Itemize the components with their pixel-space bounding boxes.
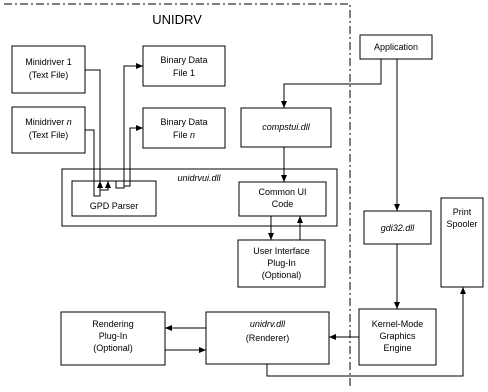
connector-gpd-binary1 [115,63,143,189]
minidriver-n-label: Minidriver n [25,117,72,127]
common-ui-code-node: Common UI Code [238,181,327,217]
connector-application-compstui [281,59,382,108]
connector-gpd-binaryn [123,125,143,187]
minidriver-1-node: Minidriver 1 (Text File) [11,45,86,94]
compstui-dll-node: compstui.dll [240,107,332,148]
minidriver-1-sublabel: (Text File) [29,70,69,80]
kernel-mode-graphics-engine-node: Kernel-Mode Graphics Engine [358,308,437,366]
connector-unidrv-spooler [266,287,466,377]
gpd-parser-label: GPD Parser [90,201,139,211]
common-ui-code-label: Common UI [258,187,306,197]
minidriver-n-node: Minidriver n (Text File) [11,106,86,154]
kernel-mode-graphics-engine-sublabel: Graphics [379,331,416,341]
connector-minidrivern-gpd [85,129,103,197]
unidrv-dll-sublabel: (Renderer) [246,333,290,343]
gpd-parser-node: GPD Parser [71,180,157,217]
rendering-plugin-optional-label: (Optional) [93,343,133,353]
unidrv-boundary [4,3,351,389]
binary-data-file-1-label: Binary Data [160,55,207,65]
kernel-mode-graphics-engine-sublabel-2: Engine [383,343,411,353]
unidrvui-dll-label: unidrvui.dll [177,173,221,183]
rendering-plugin-node: Rendering Plug-In (Optional) [60,311,166,366]
print-spooler-sublabel: Spooler [446,219,477,229]
ui-plugin-optional-label: (Optional) [262,270,302,280]
compstui-dll-label: compstui.dll [262,122,311,132]
binary-data-file-1-node: Binary Data File 1 [142,45,226,87]
gdi32-dll-node: gdi32.dll [363,210,432,245]
binary-data-file-n-sublabel: File n [173,130,195,140]
minidriver-1-label: Minidriver 1 [25,57,72,67]
ui-plugin-label: User Interface [253,246,310,256]
application-node: Application [359,34,433,60]
minidriver-n-sublabel: (Text File) [29,130,69,140]
common-ui-code-sublabel: Code [272,199,294,209]
print-spooler-node: Print Spooler [440,197,484,288]
kernel-mode-graphics-engine-label: Kernel-Mode [372,319,424,329]
ui-plugin-sublabel: Plug-In [267,258,296,268]
gdi32-dll-label: gdi32.dll [381,223,416,233]
binary-data-file-n-label: Binary Data [160,117,207,127]
ui-plugin-node: User Interface Plug-In (Optional) [237,239,326,288]
rendering-plugin-label: Rendering [92,319,134,329]
unidrv-dll-label: unidrv.dll [250,319,286,329]
print-spooler-label: Print [453,207,472,217]
unidrv-title: UNIDRV [152,12,202,27]
binary-data-file-n-node: Binary Data File n [142,107,226,149]
rendering-plugin-sublabel: Plug-In [99,331,128,341]
unidrv-dll-node: unidrv.dll (Renderer) [205,311,330,365]
application-label: Application [374,42,418,52]
binary-data-file-1-sublabel: File 1 [173,68,195,78]
